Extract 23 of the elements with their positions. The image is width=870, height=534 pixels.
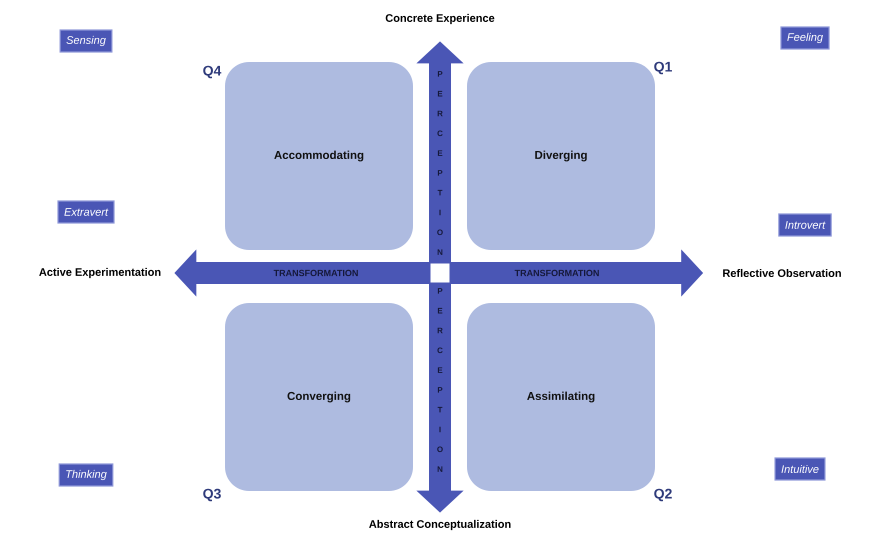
quadrant-number: Q4: [203, 66, 222, 78]
axis-label: Abstract Conceptualization: [369, 520, 511, 530]
quadrant-number: Q2: [654, 488, 672, 502]
quadrant-box: Diverging: [467, 62, 655, 250]
axis-label: Reflective Observation: [723, 268, 841, 278]
tag-box: Sensing: [60, 29, 112, 53]
edge-label: PERCEPTION: [437, 71, 443, 255]
quadrant-number: Q1: [654, 62, 672, 74]
axis-label: Active Experimentation: [39, 268, 160, 278]
tag-box: Introvert: [778, 213, 832, 237]
tag-box: Thinking: [58, 463, 114, 487]
tag-box: Feeling: [780, 26, 830, 50]
tag-box: Intuitive: [774, 457, 826, 481]
tag-box: Extravert: [57, 200, 115, 224]
center-square: [430, 262, 450, 284]
quadrant-number: Q3: [203, 488, 221, 502]
edge-label: TRANSFORMATION: [514, 270, 599, 276]
quadrant-box: Assimilating: [467, 302, 655, 491]
quadrant-box: Converging: [225, 302, 413, 491]
edge-label: TRANSFORMATION: [274, 270, 358, 276]
quadrant-box: Accommodating: [225, 62, 413, 250]
edge-label: PERCEPTION: [437, 288, 443, 472]
axis-label: Concrete Experience: [386, 14, 494, 24]
